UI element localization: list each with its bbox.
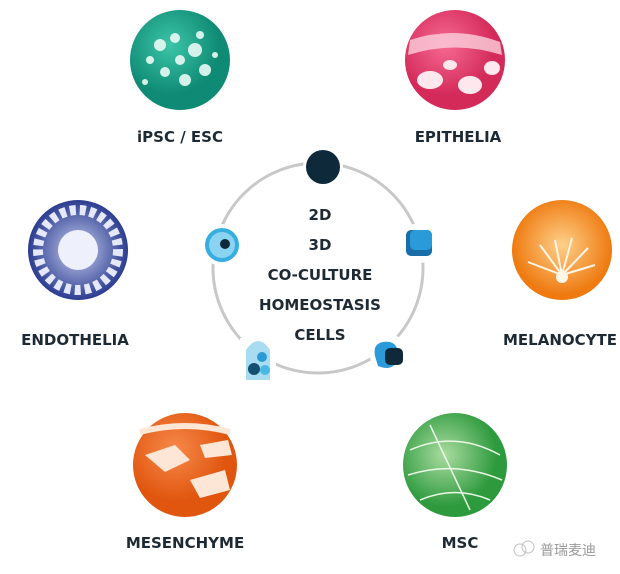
dome-cells-icon <box>240 338 276 384</box>
msc-label: MSC <box>442 534 479 552</box>
melanocyte-cell-icon <box>512 200 612 300</box>
center-line-homeostasis: HOMEOSTASIS <box>259 296 381 314</box>
watermark-text: 普瑞麦迪 <box>540 543 596 559</box>
mesenchyme-label: MESENCHYME <box>126 534 244 552</box>
ipsc-esc-node: iPSC / ESC <box>130 10 230 146</box>
endothelia-label: ENDOTHELIA <box>21 331 129 349</box>
melanocyte-node: MELANOCYTE <box>503 200 617 349</box>
epithelia-cell-icon <box>405 10 505 110</box>
watermark: 普瑞麦迪 <box>513 540 596 559</box>
mesenchyme-node: MESENCHYME <box>126 413 244 552</box>
msc-node: MSC <box>403 413 507 552</box>
center-line-co-culture: CO-CULTURE <box>268 266 373 284</box>
epithelia-label: EPITHELIA <box>415 128 502 146</box>
center-line-cells: CELLS <box>294 326 345 344</box>
endothelia-node: ENDOTHELIA <box>21 200 129 349</box>
single-cell-icon <box>201 224 243 266</box>
cube-icon <box>400 223 440 263</box>
center-line-3d: 3D <box>309 236 332 254</box>
blob-icon <box>370 335 410 375</box>
wechat-icon <box>513 543 527 557</box>
melanocyte-label: MELANOCYTE <box>503 331 617 349</box>
culture-ring: 2D 3D CO-CULTURE HOMEOSTASIS CELLS <box>201 147 440 384</box>
msc-cell-icon <box>403 413 507 517</box>
ipsc-esc-label: iPSC / ESC <box>137 128 223 146</box>
epithelia-node: EPITHELIA <box>405 10 505 146</box>
center-line-2d: 2D <box>309 206 332 224</box>
dark-sphere-icon <box>306 150 340 184</box>
